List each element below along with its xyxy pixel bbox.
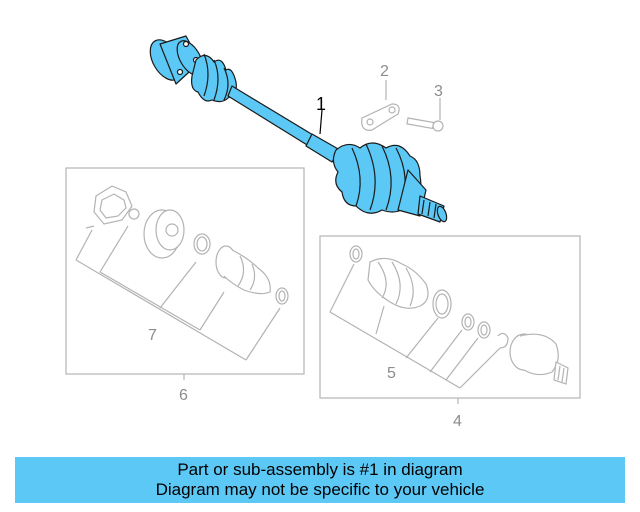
kit-4-frame bbox=[319, 235, 581, 399]
bolt[interactable] bbox=[406, 117, 444, 132]
callout-1: 1 bbox=[316, 94, 326, 114]
axle-shaft-assembly[interactable] bbox=[144, 34, 449, 223]
outer-joint bbox=[397, 169, 448, 223]
banner-line-2: Diagram may not be specific to your vehi… bbox=[155, 480, 485, 499]
callout-5: 5 bbox=[387, 365, 396, 382]
info-banner: Part or sub-assembly is #1 in diagram Di… bbox=[15, 457, 625, 503]
callout-3: 3 bbox=[434, 83, 443, 100]
inner-joint-kit-box: 7 6 bbox=[65, 167, 305, 404]
bracket-plate[interactable] bbox=[361, 103, 400, 131]
callout-6: 6 bbox=[179, 387, 188, 404]
kit-6-parts bbox=[93, 185, 289, 305]
banner-line-1: Part or sub-assembly is #1 in diagram bbox=[177, 460, 463, 479]
outer-joint-kit-box: 5 4 bbox=[319, 235, 581, 430]
shaft bbox=[227, 85, 341, 163]
kit-6-frame bbox=[65, 167, 305, 375]
kit-4-parts bbox=[349, 245, 569, 385]
callout-7: 7 bbox=[148, 327, 157, 344]
kit-6-leaders bbox=[75, 225, 281, 361]
outer-boot bbox=[332, 142, 422, 214]
callout-2: 2 bbox=[380, 63, 389, 80]
callout-4: 4 bbox=[453, 413, 462, 430]
kit-4-leaders bbox=[329, 263, 501, 389]
